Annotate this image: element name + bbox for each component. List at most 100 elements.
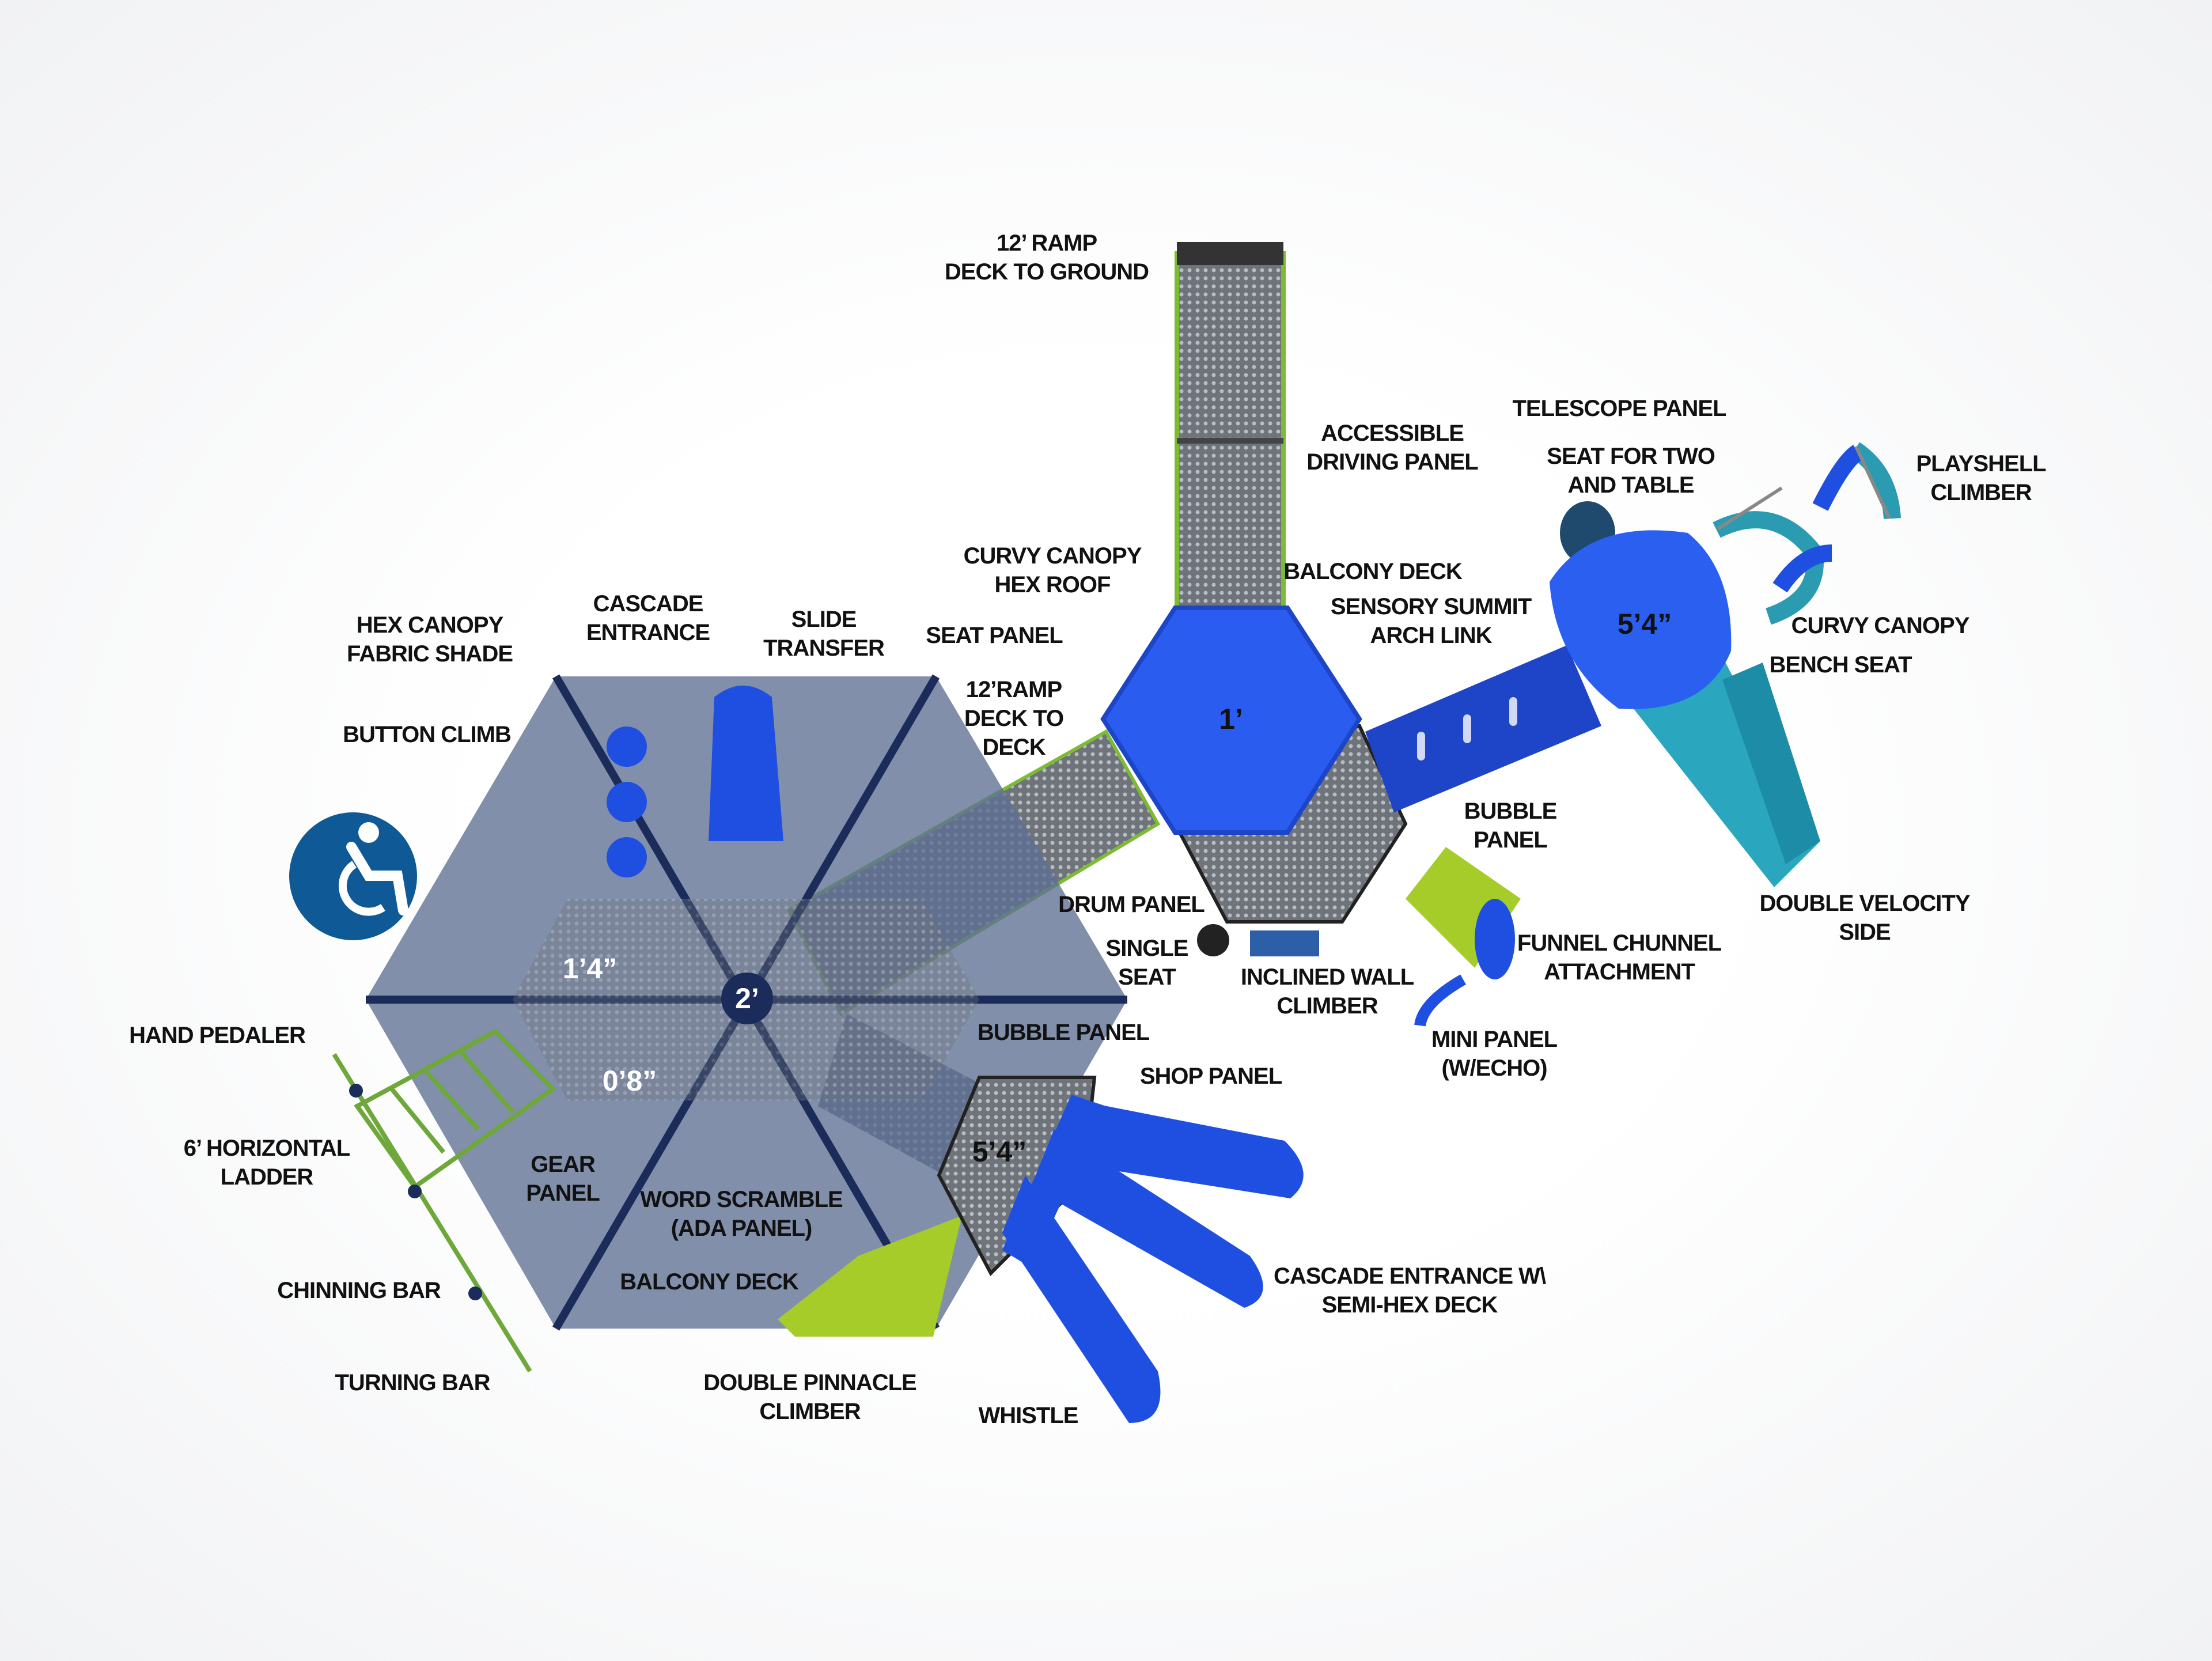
height-lower-left-deck: 0’8”	[603, 1065, 657, 1097]
label-line: PANEL	[1474, 827, 1547, 853]
label-line: TRANSFER	[763, 635, 885, 661]
label-line: MINI PANEL	[1431, 1027, 1558, 1052]
main-deck-badge	[721, 973, 773, 1024]
double-pinnacle-climber	[778, 1216, 962, 1337]
label-slide-transfer: SLIDE TRANSFER	[763, 607, 885, 661]
label-sensory-summit-arch-link: SENSORY SUMMIT ARCH LINK	[1331, 594, 1532, 648]
button-climb	[607, 727, 647, 877]
label-line: SEAT	[1118, 964, 1176, 990]
label-line: BUBBLE	[1464, 799, 1557, 824]
label-line: DOUBLE VELOCITY	[1759, 891, 1970, 916]
double-velocity-slide	[1624, 657, 1820, 887]
label-ramp-deck-to-ground: 12’ RAMP DECK TO GROUND	[945, 230, 1149, 285]
label-line: CLIMBER	[1930, 480, 2032, 505]
height-left-deck: 1’4”	[563, 952, 618, 985]
label-double-velocity-side: DOUBLE VELOCITY SIDE	[1759, 891, 1970, 945]
label-ramp-deck-to-deck: 12’RAMP DECK TO DECK	[964, 677, 1063, 760]
right-tower-canopy	[1550, 530, 1732, 709]
label-line: TELESCOPE PANEL	[1513, 396, 1727, 421]
wheelchair-icon	[289, 812, 417, 940]
label-line: CASCADE	[593, 591, 703, 616]
label-line: SEMI-HEX DECK	[1322, 1292, 1498, 1318]
label-gear-panel: GEAR PANEL	[526, 1152, 600, 1206]
label-mini-panel: MINI PANEL (W/ECHO)	[1431, 1027, 1558, 1081]
label-line: SEAT FOR TWO	[1547, 444, 1715, 469]
label-line: (W/ECHO)	[1441, 1055, 1547, 1081]
horizontal-ladder	[332, 1028, 557, 1373]
label-line: SHOP PANEL	[1140, 1064, 1282, 1089]
cascade-entrance	[709, 686, 783, 841]
label-balcony-deck-bottom: BALCONY DECK	[620, 1269, 799, 1295]
label-line: DECK TO GROUND	[945, 259, 1149, 285]
label-line: CLIMBER	[759, 1399, 861, 1424]
label-line: DECK	[982, 735, 1046, 760]
label-line: SIDE	[1839, 920, 1891, 945]
label-line: (ADA PANEL)	[671, 1216, 812, 1241]
label-line: BALCONY DECK	[1283, 559, 1463, 584]
label-button-climb: BUTTON CLIMB	[343, 722, 511, 747]
cascade-slides	[1002, 1095, 1304, 1423]
bar-posts	[349, 1084, 482, 1300]
label-line: DRIVING PANEL	[1306, 449, 1478, 475]
label-line: ATTACHMENT	[1544, 959, 1695, 985]
label-line: WORD SCRAMBLE	[640, 1187, 843, 1212]
label-line: GEAR	[531, 1152, 596, 1177]
inclined-wall-climber	[1250, 930, 1319, 956]
label-line: BALCONY DECK	[620, 1269, 799, 1295]
label-word-scramble: WORD SCRAMBLE (ADA PANEL)	[640, 1187, 843, 1241]
label-line: CURVY CANOPY	[964, 543, 1142, 569]
label-horizontal-ladder: 6’ HORIZONTAL LADDER	[184, 1136, 350, 1190]
label-line: FUNNEL CHUNNEL	[1517, 930, 1722, 956]
label-line: SENSORY SUMMIT	[1331, 594, 1532, 619]
label-line: CLIMBER	[1277, 993, 1378, 1019]
label-line: 12’RAMP	[966, 677, 1062, 702]
label-chinning-bar: CHINNING BAR	[277, 1278, 441, 1303]
height-semi-hex-deck: 5’4”	[972, 1136, 1027, 1168]
label-curvy-canopy: CURVY CANOPY	[1791, 613, 1970, 638]
label-drum-panel: DRUM PANEL	[1058, 892, 1205, 917]
height-right-tower: 5’4”	[1618, 608, 1672, 640]
sensory-summit-arch-link	[1365, 645, 1601, 812]
label-bubble-panel-right: BUBBLE PANEL	[1464, 799, 1557, 853]
label-line: SLIDE	[791, 607, 857, 632]
label-line: HEX CANOPY	[357, 612, 504, 638]
label-line: CASCADE ENTRANCE W\	[1274, 1263, 1546, 1289]
label-line: BENCH SEAT	[1769, 652, 1912, 678]
height-main-deck: 2’	[735, 982, 759, 1015]
label-line: FABRIC SHADE	[347, 641, 513, 667]
playshell-climber	[1713, 442, 1901, 625]
label-line: HEX ROOF	[995, 572, 1111, 597]
label-line: 12’ RAMP	[997, 230, 1097, 256]
label-line: CURVY CANOPY	[1791, 613, 1970, 638]
label-bubble-panel-bottom: BUBBLE PANEL	[978, 1020, 1150, 1045]
label-line: TURNING BAR	[335, 1370, 491, 1395]
label-line: ARCH LINK	[1370, 623, 1493, 648]
label-balcony-deck-top: BALCONY DECK	[1283, 559, 1463, 584]
ramp-deck-to-ground	[1175, 242, 1286, 613]
label-funnel-chunnel-attachment: FUNNEL CHUNNEL ATTACHMENT	[1517, 930, 1722, 985]
label-shop-panel: SHOP PANEL	[1140, 1064, 1282, 1089]
label-seat-panel: SEAT PANEL	[926, 623, 1063, 648]
label-curvy-canopy-hex-roof: CURVY CANOPY HEX ROOF	[964, 543, 1142, 597]
funnel-chunnel	[1406, 847, 1521, 1027]
label-bench-seat: BENCH SEAT	[1769, 652, 1912, 678]
label-line: 6’ HORIZONTAL	[184, 1136, 350, 1161]
label-turning-bar: TURNING BAR	[335, 1370, 491, 1395]
label-line: INCLINED WALL	[1241, 964, 1414, 990]
hex-roof	[1100, 606, 1362, 835]
label-line: PANEL	[526, 1181, 600, 1206]
label-line: DRUM PANEL	[1058, 892, 1205, 917]
label-line: HAND PEDALER	[129, 1023, 306, 1048]
label-line: PLAYSHELL	[1916, 451, 2046, 476]
label-line: WHISTLE	[979, 1403, 1078, 1428]
label-line: DECK TO	[964, 706, 1063, 731]
label-whistle: WHISTLE	[979, 1403, 1078, 1428]
label-line: LADDER	[221, 1164, 314, 1190]
